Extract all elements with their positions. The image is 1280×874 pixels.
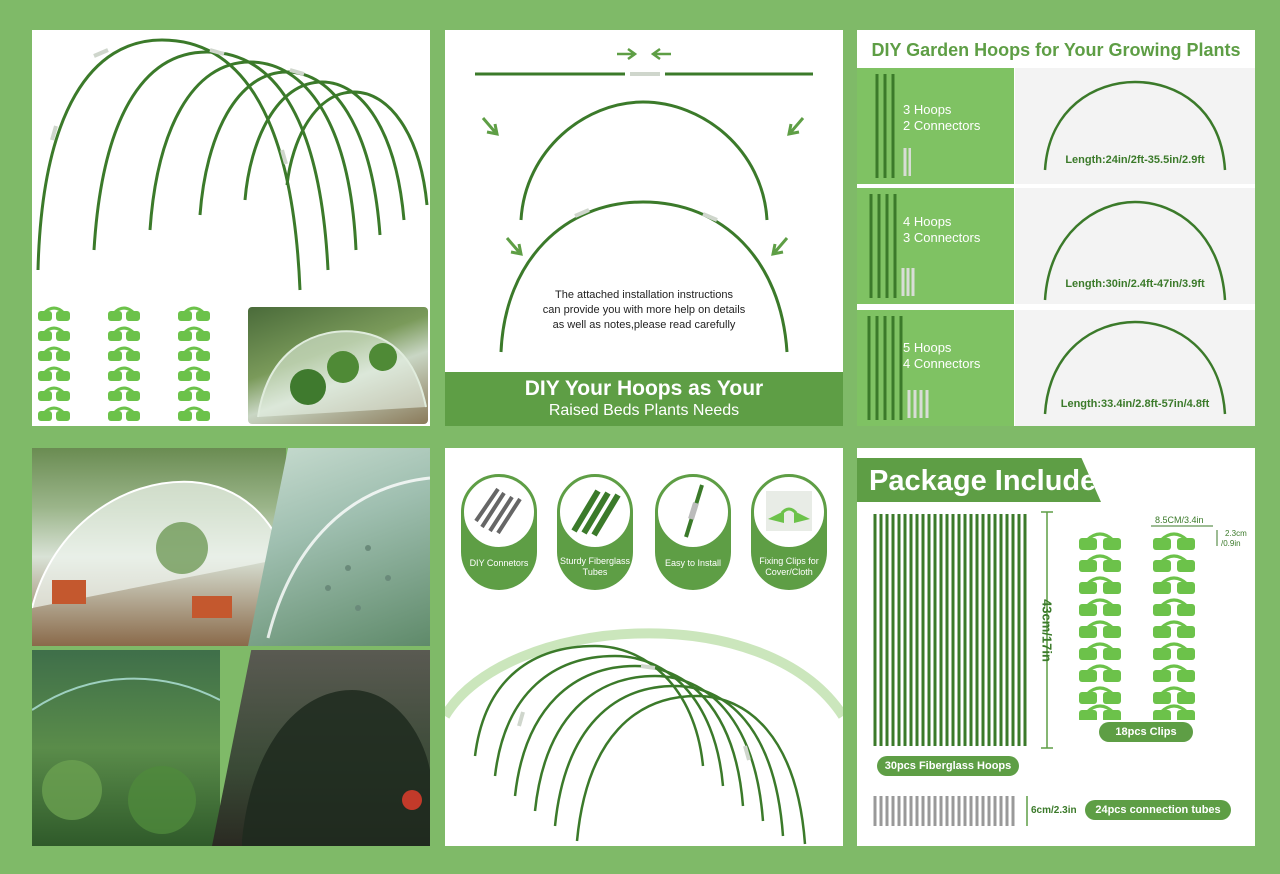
hoops-label: 30pcs Fiberglass Hoops — [884, 760, 1012, 772]
fiberglass-hoops-bundle — [873, 514, 1027, 746]
panel-package-include: Package Include 43cm/17in 30pcs Fibergla… — [857, 448, 1255, 846]
clip-width-label: 8.5CM/3.4in — [1155, 515, 1204, 525]
row-connectors: 2 Connectors — [903, 118, 981, 133]
tube-length-label: 6cm/2.3in — [1031, 805, 1077, 816]
install-banner-line2: Raised Beds Plants Needs — [548, 402, 740, 419]
hoop-arch-icon — [1043, 200, 1227, 301]
row-hoops: 4 Hoops — [903, 214, 952, 229]
feature-label-2: Tubes — [582, 567, 608, 577]
row-hoops: 5 Hoops — [903, 340, 952, 355]
fixing-clip-icon — [766, 491, 812, 531]
clip-height-label-1: 2.3cm — [1225, 529, 1247, 538]
sizes-title: DIY Garden Hoops for Your Growing Plants — [871, 40, 1241, 60]
clip-height-label-2: /0.9in — [1221, 539, 1241, 548]
feature-badge: DIY Connetors — [461, 474, 537, 592]
garden-tunnel-photo — [248, 307, 428, 424]
clips-grid — [38, 306, 212, 423]
hoops-arch-illustration — [36, 38, 429, 291]
row-connectors: 4 Connectors — [903, 356, 981, 371]
fiberglass-tube-icon — [571, 489, 621, 537]
install-banner: DIY Your Hoops as Your Raised Beds Plant… — [445, 372, 843, 426]
hoop-length-dimension — [1041, 511, 1053, 749]
clips-label-pill: 18pcs Clips — [1099, 722, 1193, 742]
feature-badge: Fixing Clips for Cover/Cloth — [751, 474, 827, 592]
package-title: Package Include — [869, 465, 1097, 497]
hoop-arch-icon — [1043, 80, 1227, 171]
row-length: Length:33.4in/2.8ft-57in/4.8ft — [1060, 398, 1210, 410]
feature-badge: Sturdy Fiberglass Tubes — [557, 474, 633, 592]
installation-diagram — [475, 47, 813, 353]
size-row: 5 Hoops 4 Connectors Length:33.4in/2.8ft… — [857, 310, 1255, 426]
package-title-banner: Package Include — [857, 458, 1101, 502]
garden-photo-shade-tunnel — [212, 650, 430, 846]
hoop-length-label: 43cm/17in — [1039, 599, 1055, 662]
garden-photo-tunnel-bricks — [32, 448, 286, 646]
feature-label: Fixing Clips for — [759, 556, 819, 566]
tubes-label: 24pcs connection tubes — [1095, 804, 1221, 816]
install-note-line1: The attached installation instructions — [555, 289, 733, 301]
garden-photo-net-vegetables — [32, 650, 220, 846]
tubes-label-pill: 24pcs connection tubes — [1085, 800, 1231, 820]
row-length: Length:30in/2.4ft-47in/3.9ft — [1065, 278, 1205, 290]
row-connectors: 3 Connectors — [903, 230, 981, 245]
clip-dimension-lines — [1151, 525, 1218, 546]
panel-size-options: DIY Garden Hoops for Your Growing Plants… — [857, 30, 1255, 426]
row-hoops: 3 Hoops — [903, 102, 952, 117]
feature-label: DIY Connetors — [469, 558, 529, 568]
size-row: 4 Hoops 3 Connectors Length:30in/2.4ft-4… — [857, 188, 1255, 304]
size-row: 3 Hoops 2 Connectors Length:24in/2ft-35.… — [857, 68, 1255, 184]
panel-features: DIY Connetors Sturdy Fiberglass Tubes Ea… — [445, 448, 843, 846]
row-length: Length:24in/2ft-35.5in/2.9ft — [1065, 154, 1205, 166]
panel-hoops-overview — [32, 30, 430, 426]
easy-install-icon — [684, 484, 704, 538]
hoop-arch-icon — [1043, 320, 1227, 415]
connection-tubes-bundle — [873, 796, 1028, 826]
hoop-rods-icon — [867, 316, 929, 420]
clips-bundle — [1077, 532, 1197, 720]
install-banner-line1: DIY Your Hoops as Your — [524, 377, 764, 400]
feature-badge: Easy to Install — [655, 474, 731, 592]
hoop-rods-icon — [875, 74, 911, 178]
panel-garden-photos — [32, 448, 430, 846]
feature-label: Easy to Install — [664, 558, 722, 568]
panel-installation: The attached installation instructions c… — [445, 30, 843, 426]
connector-bundle-icon — [474, 487, 522, 535]
feature-label: Sturdy Fiberglass — [559, 556, 631, 566]
install-note-line2: can provide you with more help on detail… — [542, 304, 746, 316]
install-note-line3: as well as notes,please read carefully — [552, 319, 736, 331]
hoop-rods-icon — [869, 194, 915, 298]
hoops-row-illustration — [445, 628, 843, 845]
feature-label-2: Cover/Cloth — [765, 567, 813, 577]
clips-label: 18pcs Clips — [1115, 726, 1177, 738]
hoops-label-pill: 30pcs Fiberglass Hoops — [877, 756, 1019, 776]
